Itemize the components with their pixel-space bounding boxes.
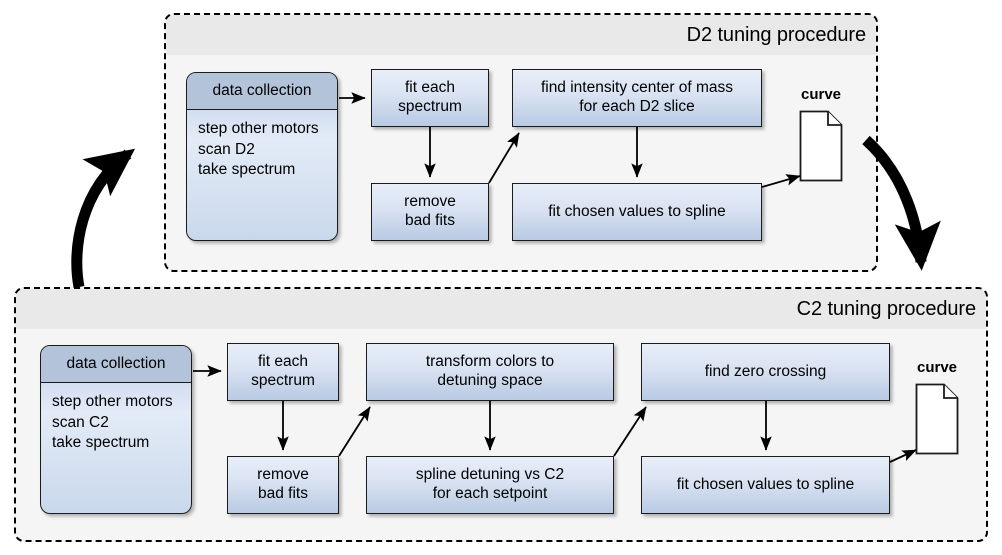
d2-curve-document-icon [797, 108, 845, 189]
d2-curve-output: curve [784, 86, 858, 201]
panel-c2-titlebar: C2 tuning procedure [16, 289, 986, 329]
thick-curved-arrow-up-icon [71, 148, 136, 289]
c2-curve-document-icon [913, 381, 961, 462]
c2-fit-chosen-values-box[interactable]: fit chosen values to spline [641, 456, 890, 514]
d2-dc-line-1: step other motors [198, 120, 319, 137]
d2-fit-chosen-values-box[interactable]: fit chosen values to spline [512, 183, 762, 241]
c2-find-zero-crossing-label: find zero crossing [704, 362, 827, 380]
c2-fit-chosen-values-label: fit chosen values to spline [676, 475, 855, 493]
d2-curve-label: curve [800, 86, 842, 103]
d2-dc-line-3: take spectrum [198, 161, 296, 179]
d2-data-collection-header: data collection [187, 73, 337, 110]
d2-fit-chosen-values-label: fit chosen values to spline [548, 202, 726, 220]
c2-dc-line-1: step other motors [52, 393, 173, 410]
c2-find-zero-crossing-box[interactable]: find zero crossing [641, 343, 890, 401]
c2-dc-line-3: take spectrum [52, 434, 150, 452]
panel-d2-titlebar: D2 tuning procedure [166, 15, 876, 55]
c2-data-collection-header: data collection [41, 346, 191, 383]
panel-d2-title: D2 tuning procedure [686, 23, 866, 46]
d2-data-collection-body: step other motors scan D2 take spectrum [187, 110, 337, 240]
panel-c2-title: C2 tuning procedure [796, 297, 976, 320]
d2-data-collection-box[interactable]: data collection step other motors scan D… [186, 72, 338, 241]
c2-curve-output: curve [900, 359, 974, 474]
c2-data-collection-body: step other motors scan C2 take spectrum [41, 383, 191, 513]
c2-curve-label: curve [916, 359, 958, 376]
c2-dc-line-2: scan C2 [52, 413, 109, 431]
c2-data-collection-box[interactable]: data collection step other motors scan C… [40, 345, 192, 514]
d2-dc-line-2: scan D2 [198, 140, 255, 158]
